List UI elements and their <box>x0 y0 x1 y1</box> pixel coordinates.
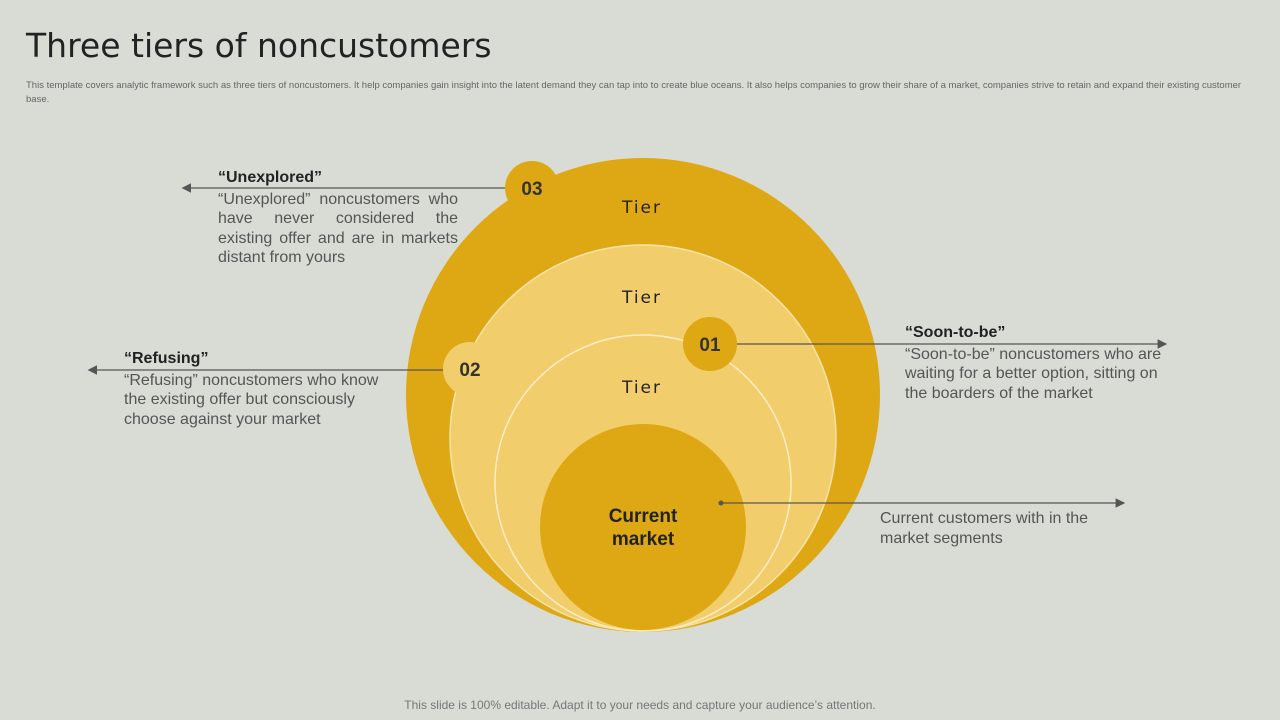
badge-01-circle <box>683 317 737 371</box>
refusing-title: “Refusing” <box>124 350 209 367</box>
current-market-line-1: Current <box>609 506 678 527</box>
current-customers-text: Current customers with in the market seg… <box>880 510 1089 547</box>
page-title: Three tiers of noncustomers <box>26 26 492 65</box>
tier-2-label: Tier <box>621 288 662 308</box>
refusing-callout: “Refusing” “Refusing” noncustomers who k… <box>124 349 386 429</box>
current-customers-callout: Current customers with in the market seg… <box>880 509 1110 548</box>
unexplored-callout: “Unexplored” “Unexplored” noncustomers w… <box>218 168 458 268</box>
tier-3-label: Tier <box>621 198 662 218</box>
badge-02-circle <box>443 342 497 396</box>
badge-02-label: 02 <box>459 360 480 381</box>
tier-1-label: Tier <box>621 378 662 398</box>
current-customers-arrow-dot <box>718 500 724 506</box>
badge-03-circle <box>505 161 559 215</box>
page-subtitle: This template covers analytic framework … <box>26 80 1242 105</box>
badge-01-label: 01 <box>699 335 721 356</box>
footer-note: This slide is 100% editable. Adapt it to… <box>404 698 876 712</box>
current-market-line-2: market <box>612 529 675 550</box>
current-market-circle <box>540 424 746 630</box>
badge-03-label: 03 <box>521 179 542 200</box>
soon-to-be-callout: “Soon-to-be” “Soon-to-be” noncustomers w… <box>905 323 1170 403</box>
refusing-text: “Refusing” noncustomers who know the exi… <box>124 371 379 428</box>
unexplored-title: “Unexplored” <box>218 169 323 186</box>
soon-to-be-text: “Soon-to-be” noncustomers who are waitin… <box>905 345 1162 402</box>
unexplored-text: “Unexplored” noncustomers who have never… <box>218 190 458 267</box>
soon-to-be-title: “Soon-to-be” <box>905 324 1006 341</box>
